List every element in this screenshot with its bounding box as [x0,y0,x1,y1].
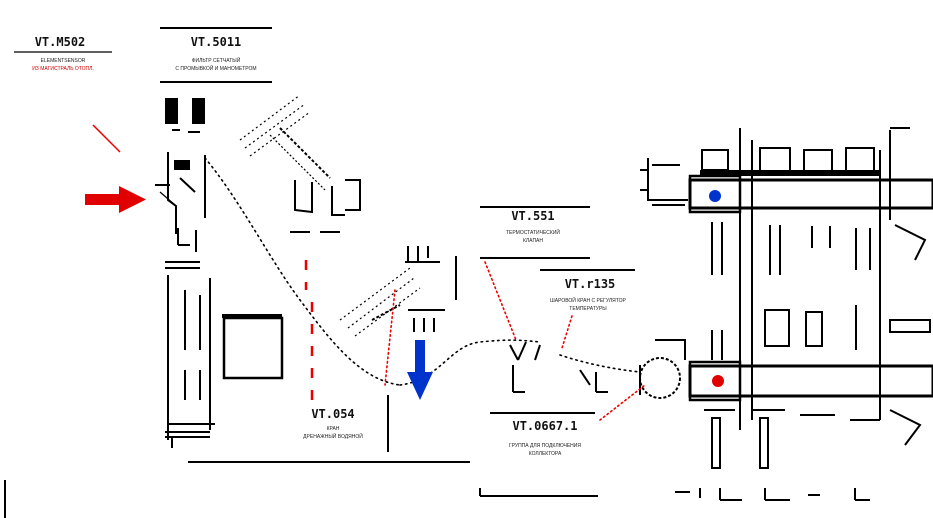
label-vt-054: VT.054 КРАН ДРЕНАЖНЫЙ ВОДЯНОЙ [303,407,363,440]
label-desc: ШАРОВОЙ КРАН С РЕГУЛЯТОР [550,296,626,304]
label-code: VT.5011 [191,35,242,49]
arrow-down-icon [407,340,433,400]
label-code: VT.M502 [35,35,86,49]
label-desc: С ПРОМЫВКОЙ И МАНОМЕТРОМ [175,64,256,72]
label-code: VT.054 [311,407,354,421]
label-vt-0667: VT.0667.1 ГРУППА ДЛЯ ПОДКЛЮЧЕНИЯ КОЛЛЕКТ… [509,419,581,457]
label-code: VT.r135 [565,277,616,291]
label-desc: КОЛЛЕКТОРА [529,451,562,457]
boiler-assembly [4,98,470,518]
top-fittings [700,127,910,176]
blue-dot-icon [709,190,721,202]
label-vt-5011: VT.5011 ФИЛЬТР СЕТЧАТЫЙ С ПРОМЫВКОЙ И МА… [160,27,272,83]
bottom-outlets [675,409,922,501]
label-desc: ТЕМПЕРАТУРЫ [569,306,607,312]
outlet-pipes [711,222,931,360]
label-desc: ELEMENTSENSOR [41,58,86,64]
manifold [639,127,933,501]
label-vt-r135: VT.r135 ШАРОВОЙ КРАН С РЕГУЛЯТОР ТЕМПЕРА… [550,277,626,312]
leader-lines [92,124,646,421]
label-vt-m502: VT.M502 ELEMENTSENSOR ИЗ МАГИСТРАЛЬ ОТОП… [14,35,112,72]
arrow-right-icon [85,186,146,213]
red-dot-icon [712,375,724,387]
label-desc: КЛАПАН [523,238,543,244]
filter-component [239,94,361,290]
label-desc: ИЗ МАГИСТРАЛЬ ОТОПЛ. [32,66,94,72]
thermostatic-valve [339,246,457,452]
label-desc: ФИЛЬТР СЕТЧАТЫЙ [192,56,241,64]
valve-group [479,206,635,497]
label-vt-551: VT.551 ТЕРМОСТАТИЧЕСКИЙ КЛАПАН [480,209,590,259]
label-desc: ДРЕНАЖНЫЙ ВОДЯНОЙ [303,432,363,440]
label-code: VT.0667.1 [512,419,577,433]
label-desc: ТЕРМОСТАТИЧЕСКИЙ [506,228,560,236]
label-desc: ГРУППА ДЛЯ ПОДКЛЮЧЕНИЯ [509,443,581,449]
label-code: VT.551 [511,209,554,223]
label-desc: КРАН [327,426,340,432]
